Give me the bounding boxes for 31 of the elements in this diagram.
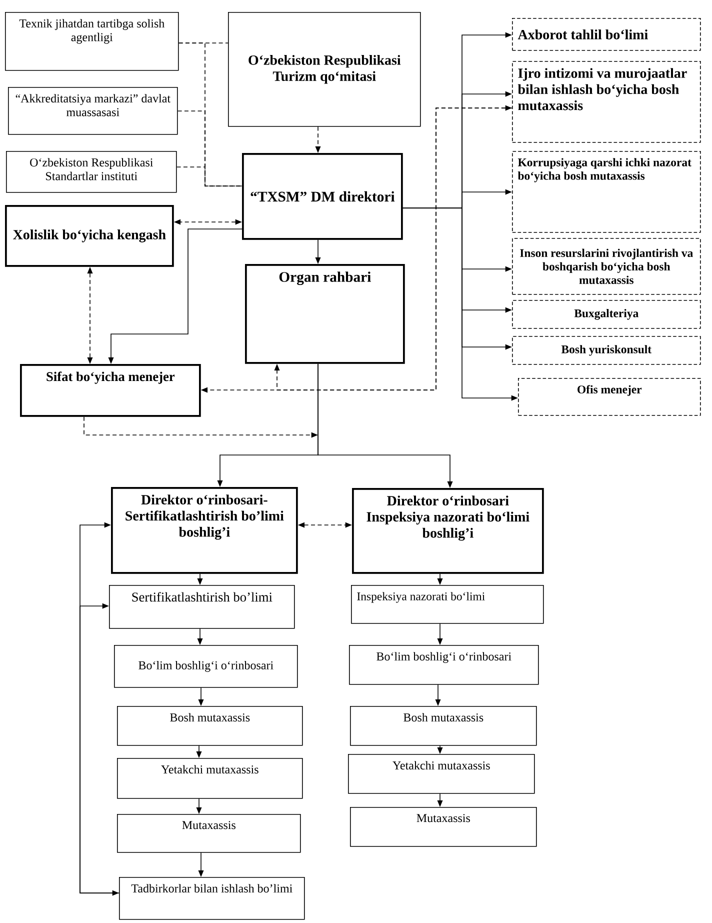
dashed-unit-box: Korrupsiyaga qarshi ichki nazorat bo‘yicha bosh mutaxassis xyxy=(512,151,701,233)
unit-box: Bosh mutaxassis xyxy=(117,706,303,746)
unit-box: Mutaxassis xyxy=(350,807,537,847)
dashed-unit-box: Ijro intizomi va murojaatlar bilan ishlash bo‘yicha bosh mutaxassis xyxy=(512,61,701,143)
unit-box: Yetakchi mutaxassis xyxy=(348,754,535,794)
connector-line xyxy=(176,166,242,186)
dashed-unit-box: Ofis menejer xyxy=(518,378,701,416)
unit-box: “TXSM” DM direktori xyxy=(242,153,403,240)
unit-box: Yetakchi mutaxassis xyxy=(117,758,303,799)
dashed-unit-box: Buxgalteriya xyxy=(512,300,701,329)
unit-box: Direktor o‘rinbosari- Sertifikatlashtirish bo’limi boshlig’i xyxy=(111,487,298,574)
unit-box: Tadbirkorlar bilan ishlash bo’limi xyxy=(119,877,305,920)
unit-box: Organ rahbari xyxy=(245,264,405,364)
unit-box: Sifat bo‘yicha menejer xyxy=(20,364,201,417)
dashed-unit-box: Inson resurslarini rivojlantirish va boshqarish bo‘yicha bosh mutaxassis xyxy=(512,238,701,295)
unit-box: Inspeksiya nazorati bo‘limi xyxy=(351,585,544,624)
unit-box: Sertifikatlashtirish bo’limi xyxy=(109,585,295,629)
unit-box: Texnik jihatdan tartibga solish agentligi xyxy=(5,12,179,71)
arrow xyxy=(80,603,120,894)
unit-box: O‘zbekiston Respublikasi Turizm qo‘mitasi xyxy=(228,12,421,127)
unit-box: “Akkreditatsiya markazi” davlat muassasasi xyxy=(8,87,178,135)
unit-box: Mutaxassis xyxy=(117,814,301,853)
arrow xyxy=(274,108,512,390)
unit-box: Bosh mutaxassis xyxy=(350,706,537,746)
unit-box: Bo‘lim boshlig‘i o‘rinbosari xyxy=(349,645,539,685)
dashed-unit-box: Axborot tahlil bo‘limi xyxy=(512,18,701,51)
dashed-unit-box: Bosh yuriskonsult xyxy=(512,336,701,365)
unit-box: Bo‘lim boshlig‘i o‘rinbosari xyxy=(114,645,298,688)
unit-box: Direktor o‘rinbosari Inspeksiya nazorati bo‘limi boshlig’i xyxy=(352,488,544,574)
unit-box: Xolislik bo‘yicha kengash xyxy=(5,205,174,267)
unit-box: O‘zbekiston Respublikasi Standartlar instituti xyxy=(6,151,177,193)
